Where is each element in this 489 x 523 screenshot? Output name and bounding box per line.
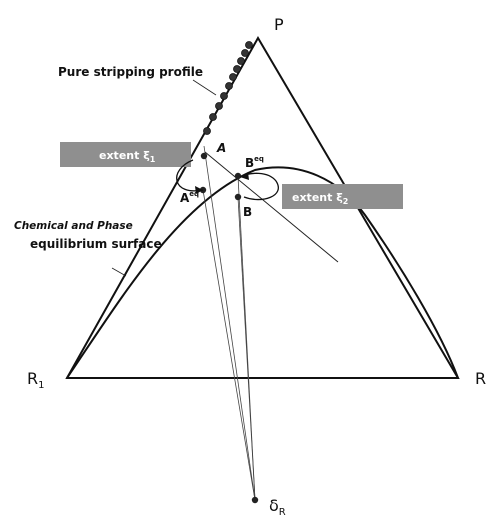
trajectory-aeq-to-delta bbox=[202, 189, 256, 501]
point-beq-label: Beq bbox=[245, 155, 264, 170]
extent-2-loop-arrow bbox=[239, 172, 279, 201]
profile-point bbox=[215, 102, 223, 110]
extent-2-label: extent ξ2 bbox=[292, 191, 348, 206]
profile-point bbox=[203, 127, 211, 135]
profile-point bbox=[225, 82, 233, 90]
delta-r-dot bbox=[251, 496, 259, 504]
point-b-label: B bbox=[243, 205, 252, 219]
profile-point bbox=[229, 73, 237, 81]
surface-label-line1: Chemical and Phase bbox=[14, 220, 133, 232]
pure-stripping-label: Pure stripping profile bbox=[58, 65, 203, 79]
profile-point bbox=[220, 92, 228, 100]
extent-1-label: extent ξ1 bbox=[99, 149, 156, 164]
stripping-leader bbox=[192, 79, 217, 96]
extent-1-loop-arrow bbox=[176, 159, 204, 192]
vertex-r-label: R bbox=[475, 369, 486, 388]
profile-point bbox=[241, 49, 249, 57]
point-a-label: A bbox=[216, 141, 226, 155]
point-b-dot bbox=[234, 193, 242, 201]
vertex-p-label: P bbox=[274, 15, 284, 34]
tangent-line bbox=[204, 151, 339, 263]
trajectory-a-to-delta bbox=[203, 145, 256, 501]
profile-point bbox=[237, 57, 245, 65]
equilibrium-surface-curve bbox=[66, 166, 459, 379]
extent-1-arrowhead bbox=[195, 186, 203, 194]
point-beq-dot bbox=[234, 172, 242, 180]
extent-2-box bbox=[282, 184, 403, 209]
trajectory-b-to-delta bbox=[237, 196, 256, 501]
point-a-dot bbox=[200, 152, 208, 160]
profile-point bbox=[245, 41, 253, 49]
surface-label-line2: equilibrium surface bbox=[30, 237, 162, 251]
extent-1-box bbox=[60, 142, 191, 167]
profile-point bbox=[209, 113, 217, 121]
profile-point bbox=[233, 65, 241, 73]
surface-leader bbox=[111, 267, 127, 277]
vertex-r1-label: R1 bbox=[27, 369, 45, 391]
stripping-profile-points bbox=[203, 41, 253, 135]
extent-2-arrowhead bbox=[240, 172, 249, 180]
point-aeq-label: Aeq bbox=[180, 190, 199, 205]
delta-r-label: δR bbox=[269, 496, 286, 518]
